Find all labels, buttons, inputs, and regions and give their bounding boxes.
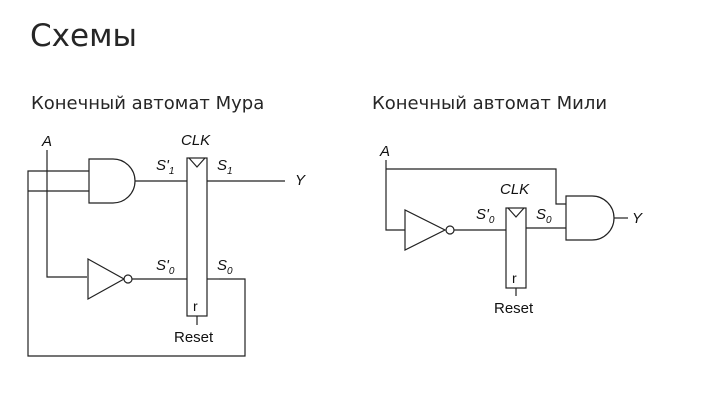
- mealy-and-gate: [565, 195, 615, 241]
- mealy-circuit: A CLK S'0 S0 Y r Reset: [379, 143, 643, 317]
- moore-not-bubble: [123, 274, 133, 284]
- mealy-output-label: Y: [632, 210, 643, 227]
- mealy-heading: Конечный автомат Мили: [372, 93, 608, 114]
- moore-feedback-wire: [27, 170, 246, 357]
- mealy-next-state-0-label: S'0: [476, 206, 495, 226]
- moore-input-wire: [46, 150, 87, 278]
- moore-next-state-1-label: S'1: [156, 157, 174, 177]
- moore-circuit: A CLK S'1 S1 S'0 S0 Y r Reset: [27, 132, 306, 357]
- mealy-not-gate: [404, 209, 447, 251]
- moore-heading: Конечный автомат Мура: [31, 93, 265, 114]
- mealy-reset-label: Reset: [494, 300, 534, 317]
- moore-reset-label: Reset: [174, 329, 214, 346]
- moore-output-label: Y: [295, 172, 306, 189]
- moore-and-gate: [88, 158, 136, 204]
- mealy-input-label: A: [379, 143, 390, 160]
- mealy-not-bubble: [445, 225, 455, 235]
- mealy-clock-triangle-icon: [507, 207, 525, 218]
- slide-title: Схемы: [30, 18, 137, 54]
- mealy-input-to-and-wire: [386, 168, 566, 205]
- moore-clk-label: CLK: [181, 132, 211, 149]
- moore-input-label: A: [41, 133, 52, 150]
- moore-clock-triangle-icon: [188, 157, 206, 168]
- moore-not-gate: [87, 257, 126, 301]
- moore-state-1-label: S1: [217, 157, 233, 177]
- mealy-reset-pin-label: r: [512, 270, 517, 286]
- moore-state-0-label: S0: [217, 257, 233, 277]
- mealy-input-wire: [385, 160, 405, 231]
- mealy-clk-label: CLK: [500, 181, 530, 198]
- mealy-state-0-label: S0: [536, 206, 552, 226]
- moore-reset-pin-label: r: [193, 298, 198, 314]
- moore-next-state-0-label: S'0: [156, 257, 175, 277]
- moore-register: [186, 157, 208, 317]
